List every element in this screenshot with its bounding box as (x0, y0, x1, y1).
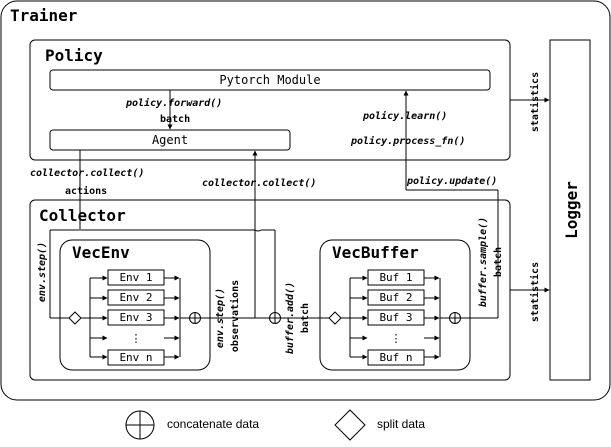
pytorch-module-label: Pytorch Module (219, 73, 320, 87)
buffer-split-icon (328, 311, 342, 325)
vecbuffer-internals (328, 275, 461, 360)
policy-batch-label: batch (160, 114, 190, 125)
env-item-ellipsis: ⋮ (131, 332, 142, 345)
buf-item-3: Buf 3 (379, 311, 412, 324)
legend-concatenate-icon (125, 410, 155, 440)
buffer-add-batch-label: batch (300, 303, 311, 333)
policy-title: Policy (45, 46, 103, 65)
legend-split-icon (334, 409, 366, 441)
env-split-icon (68, 311, 82, 325)
agent-label: Agent (152, 133, 188, 147)
logger-title: Logger (562, 181, 581, 239)
vecenv-internals (68, 275, 201, 360)
vecbuffer-title: VecBuffer (332, 243, 419, 262)
collector-title: Collector (39, 206, 126, 225)
buf-item-n: Buf n (379, 351, 412, 364)
statistics-top-label: statistics (529, 72, 541, 132)
buf-item-1: Buf 1 (379, 271, 412, 284)
vecenv-title: VecEnv (72, 243, 130, 262)
env-item-n-box (107, 349, 165, 366)
collector-collect-mid-label: collector.collect() (202, 178, 316, 189)
collector-collect-left-label: collector.collect() (30, 168, 144, 179)
statistics-bottom-label: statistics (529, 262, 541, 322)
policy-update-label: policy.update() (406, 175, 497, 187)
legend-concatenate-label: concatenate data (167, 417, 259, 431)
buf-item-1-box (367, 269, 425, 286)
env-item-2: Env 2 (119, 291, 152, 304)
buf-item-2-box (367, 289, 425, 306)
trainer-title: Trainer (10, 6, 77, 25)
buf-item-ellipsis: ⋮ (391, 332, 402, 345)
env-item-2-box (107, 289, 165, 306)
buffer-sample-label: buffer.sample() (478, 217, 489, 307)
env-item-1: Env 1 (119, 271, 152, 284)
main-concat-icon (269, 312, 281, 324)
env-item-3-box (107, 309, 165, 326)
buf-item-3-box (367, 309, 425, 326)
env-item-3: Env 3 (119, 311, 152, 324)
observations-label: observations (229, 280, 241, 352)
actions-label: actions (65, 185, 107, 197)
policy-process-fn-label: policy.process_fn() (350, 135, 465, 147)
env-step-left-label: env.step() (37, 242, 48, 302)
buf-item-2: Buf 2 (379, 291, 412, 304)
pytorch-module-box (49, 69, 491, 91)
logger-box (549, 39, 591, 381)
policy-learn-label: policy.learn() (362, 110, 447, 122)
env-item-1-box (107, 269, 165, 286)
env-item-n: Env n (119, 351, 152, 364)
line-hop (254, 229, 262, 232)
buffer-sample-batch-label: batch (493, 247, 504, 277)
policy-forward-label: policy.forward() (125, 97, 222, 109)
buf-item-n-box (367, 349, 425, 366)
agent-box (49, 129, 291, 151)
legend-split-label: split data (377, 417, 425, 431)
buffer-add-label: buffer.add() (285, 282, 296, 354)
